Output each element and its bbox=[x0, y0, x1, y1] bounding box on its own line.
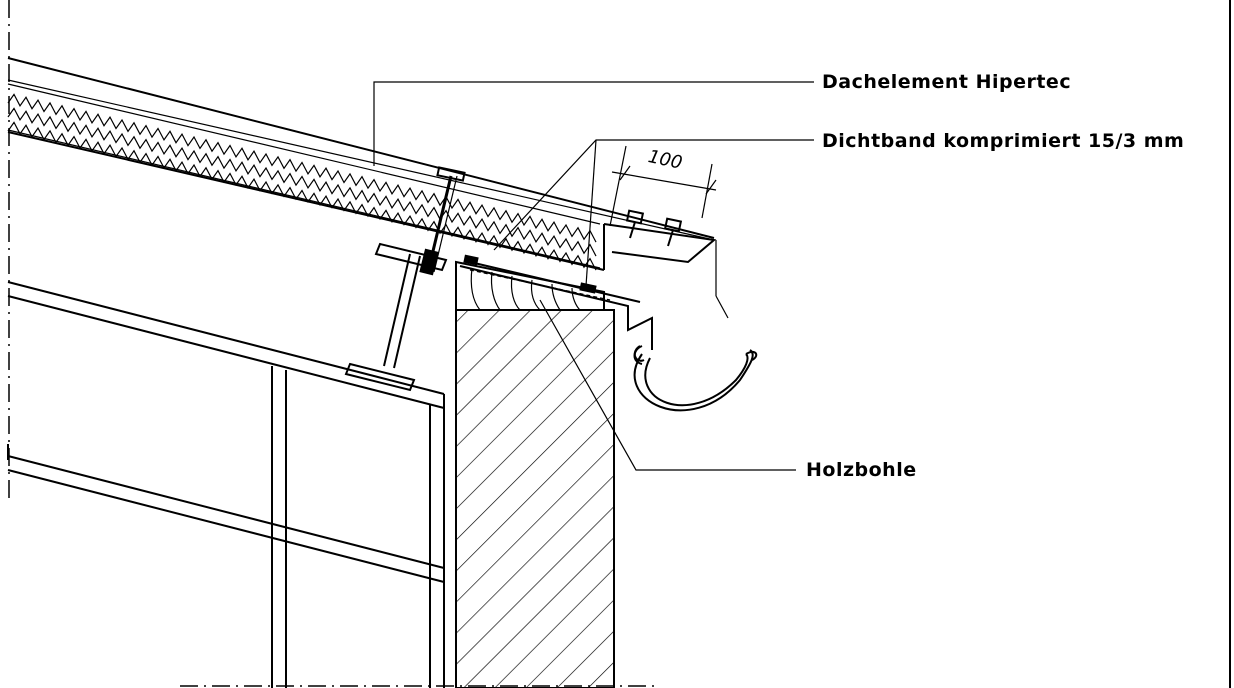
steel-frame-structure bbox=[7, 281, 445, 688]
insulation-zigzag-pattern bbox=[7, 93, 597, 271]
edge-fastener-2 bbox=[663, 217, 683, 247]
roof-element-panel bbox=[7, 57, 717, 271]
insulation-core bbox=[7, 83, 601, 269]
dimension-overhang: 100 bbox=[609, 145, 729, 319]
insulation-zigzag-row bbox=[7, 121, 597, 271]
leader-timber-plank bbox=[539, 299, 796, 471]
insulation-zigzag-row bbox=[7, 107, 597, 257]
leader-sealing-tape-2 bbox=[585, 139, 597, 287]
masonry-wall bbox=[455, 309, 615, 688]
eave-flashing bbox=[459, 261, 653, 350]
insulation-zigzag-row bbox=[7, 93, 597, 243]
leader-roof-element bbox=[373, 81, 814, 166]
edge-fastener-1 bbox=[625, 209, 645, 239]
steel-i-beam bbox=[344, 242, 448, 392]
label-timber-plank: Holzbohle bbox=[806, 459, 917, 481]
label-roof-element: Dachelement Hipertec bbox=[822, 71, 1071, 93]
rain-gutter bbox=[633, 345, 758, 412]
dimension-overhang-value: 100 bbox=[646, 146, 684, 174]
label-sealing-tape: Dichtband komprimiert 15/3 mm bbox=[822, 130, 1184, 152]
